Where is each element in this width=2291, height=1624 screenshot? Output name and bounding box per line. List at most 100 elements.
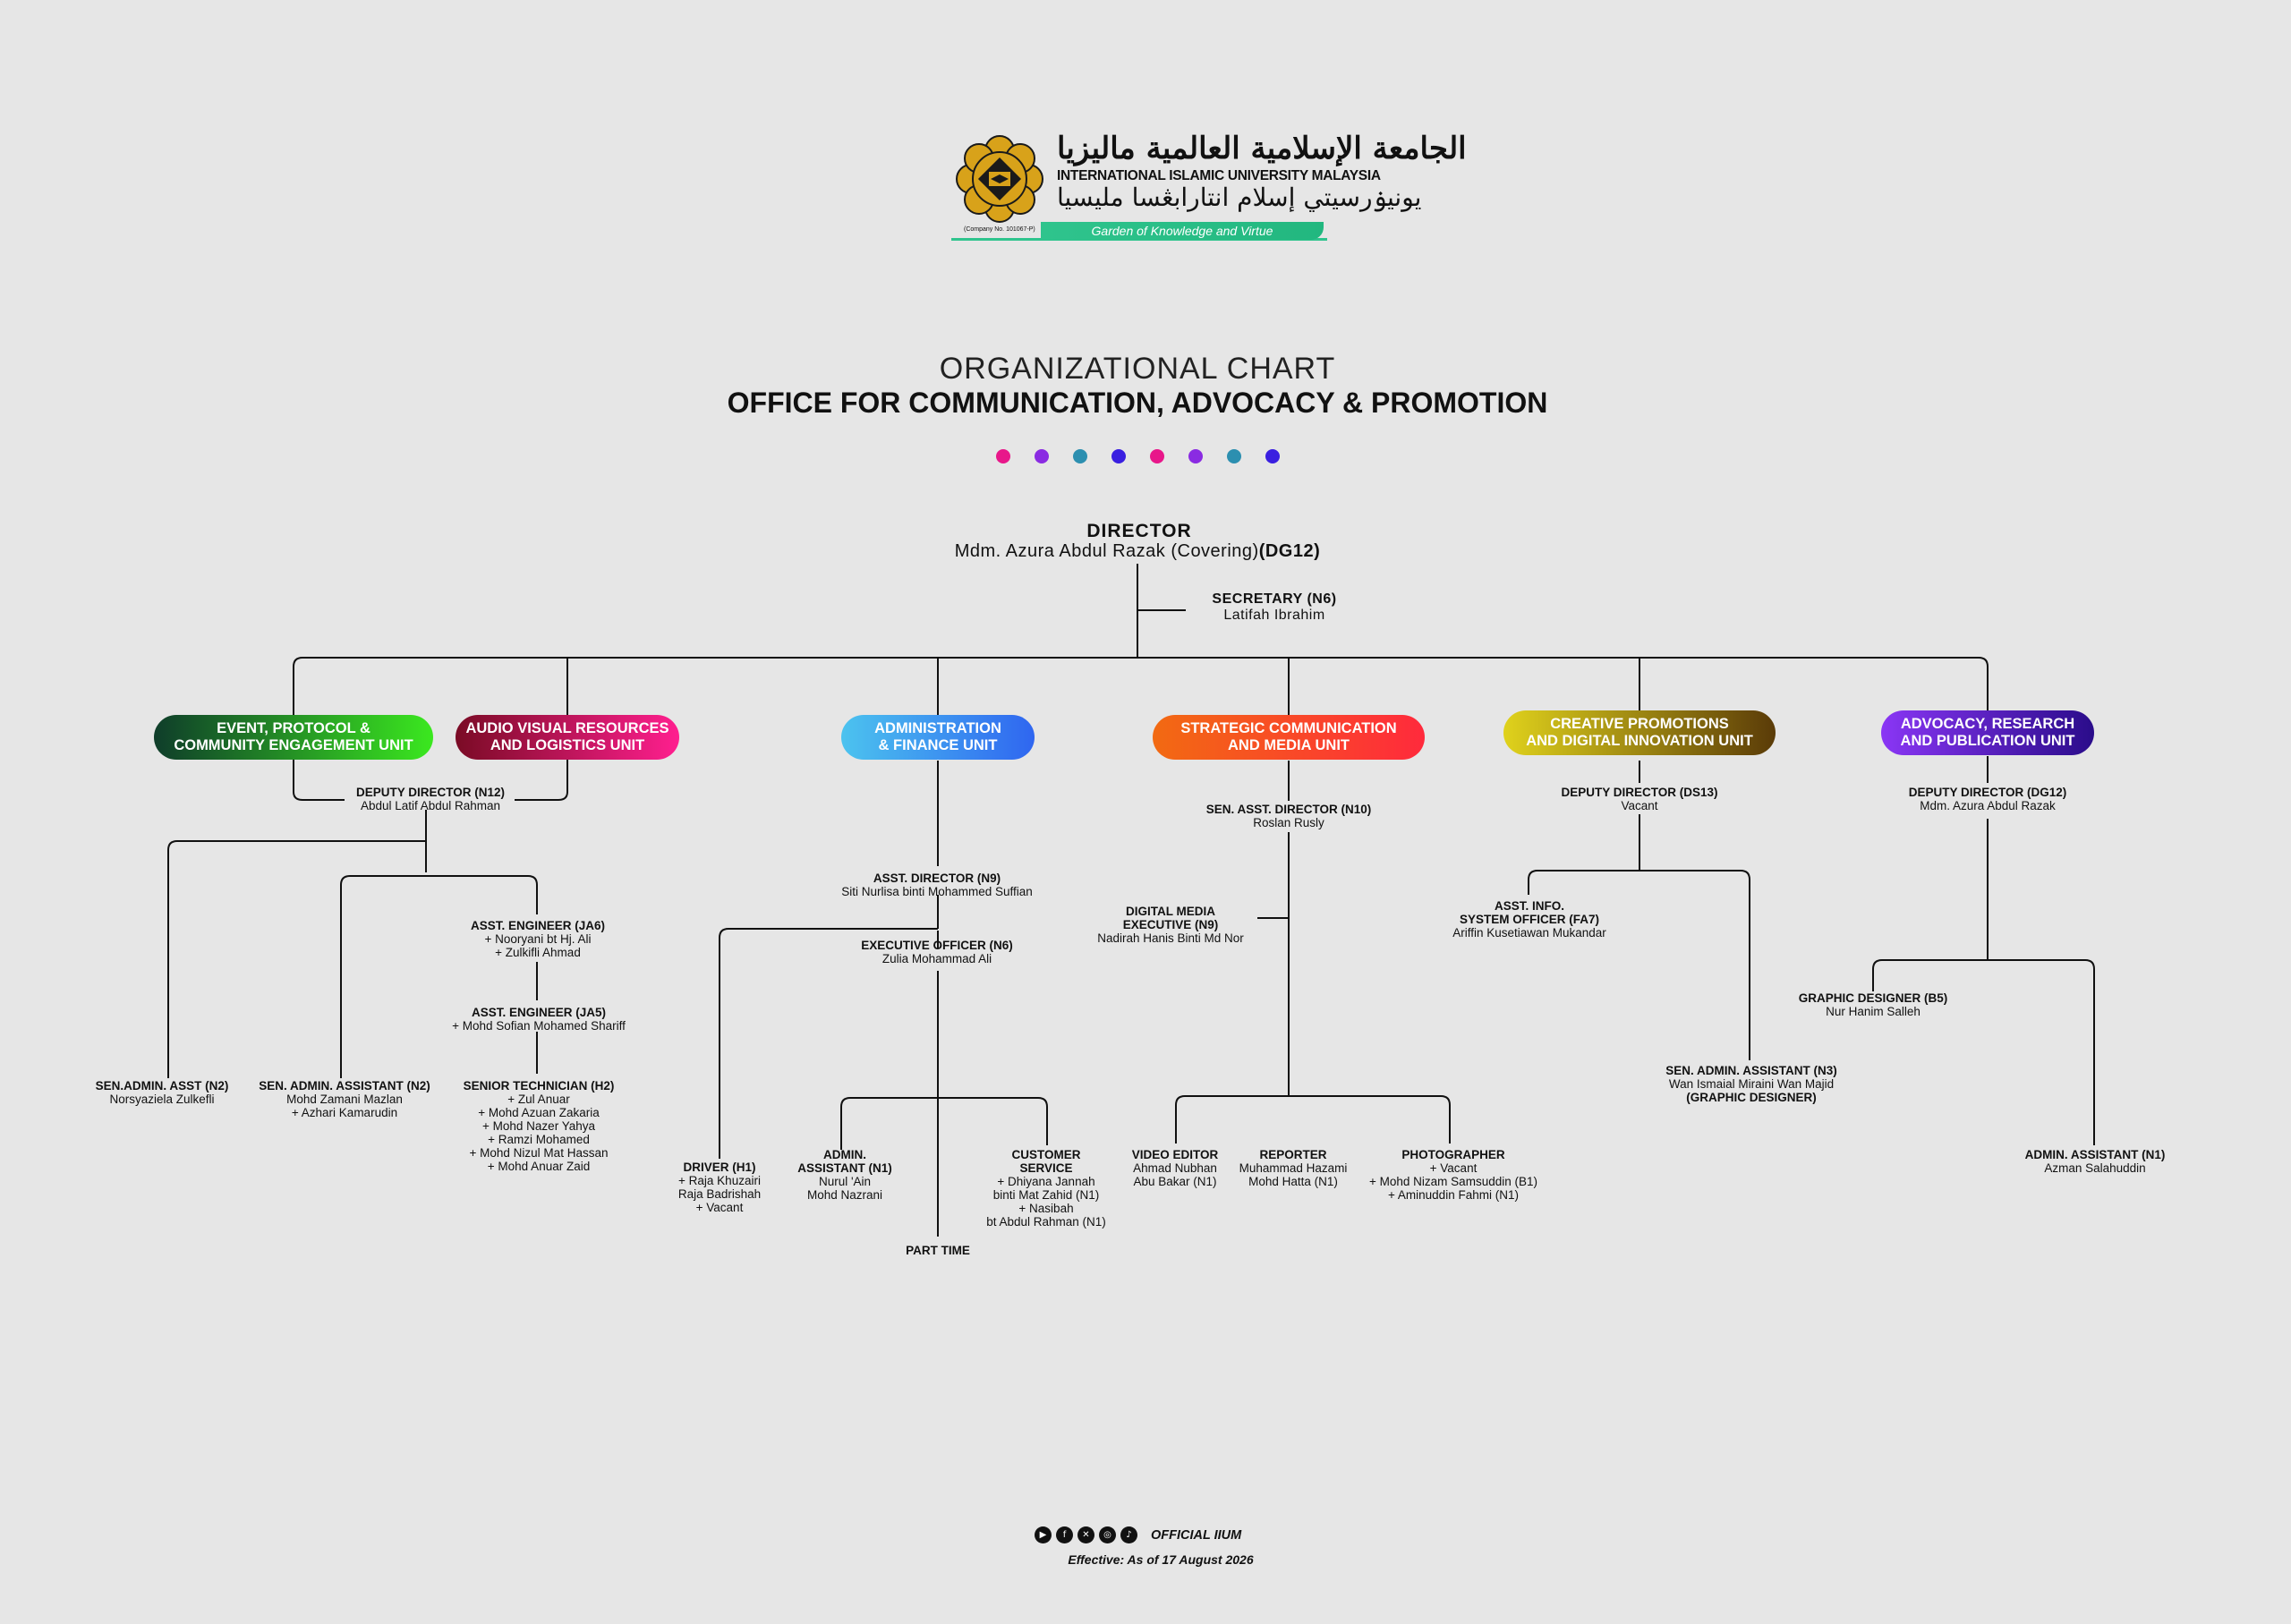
- person-name: binti Mat Zahid (N1): [992, 1188, 1100, 1202]
- creative-asst-info-officer: ASST. INFO. SYSTEM OFFICER (FA7) Ariffin…: [1452, 899, 1606, 940]
- person-name: Nadirah Hanis Binti Md Nor: [1097, 931, 1244, 945]
- director-role: DIRECTOR: [1086, 521, 1192, 541]
- person-name: + Zul Anuar: [507, 1093, 570, 1106]
- role-label: PHOTOGRAPHER: [1401, 1148, 1505, 1161]
- person-name: Nur Hanim Salleh: [1826, 1005, 1921, 1018]
- unit-advocacy-line1: ADVOCACY, RESEARCH: [1900, 716, 2075, 732]
- decorative-dot: [1073, 449, 1087, 463]
- role-label: CUSTOMER: [1011, 1148, 1081, 1161]
- role-label: ASST. ENGINEER (JA5): [471, 1006, 607, 1019]
- decorative-dot: [1111, 449, 1126, 463]
- person-name: Mohd Nazrani: [806, 1188, 883, 1202]
- unit-event-line2: COMMUNITY ENGAGEMENT UNIT: [174, 737, 413, 753]
- role-label: ADMIN.: [822, 1148, 866, 1161]
- x-icon[interactable]: ✕: [1077, 1526, 1094, 1543]
- decorative-dot: [1227, 449, 1241, 463]
- role-label: DIGITAL MEDIA: [1126, 905, 1215, 918]
- unit-strategic-line1: STRATEGIC COMMUNICATION: [1180, 720, 1397, 736]
- role-label: EXECUTIVE OFFICER (N6): [861, 939, 1013, 952]
- role-label: SENIOR TECHNICIAN (H2): [463, 1079, 615, 1093]
- event-sen-admin-assistant: SEN. ADMIN. ASSISTANT (N2) Mohd Zamani M…: [259, 1079, 430, 1119]
- unit-creative-line1: CREATIVE PROMOTIONS: [1550, 716, 1729, 732]
- unit-admin-line1: ADMINISTRATION: [874, 720, 1001, 736]
- strategic-sen-asst-director: SEN. ASST. DIRECTOR (N10) Roslan Rusly: [1206, 803, 1372, 829]
- creative-sen-admin-assistant: SEN. ADMIN. ASSISTANT (N3) Wan Ismaial M…: [1665, 1064, 1837, 1104]
- person-name: + Raja Khuzairi: [678, 1174, 761, 1187]
- tiktok-icon[interactable]: ♪: [1120, 1526, 1137, 1543]
- university-jawi-name: يونيۏرسيتي إسلام انتارابڠسا مليسيا: [1057, 183, 1422, 212]
- person-name: + Nooryani bt Hj. Ali: [484, 932, 592, 946]
- decorative-dot: [1150, 449, 1164, 463]
- unit-admin-finance[interactable]: ADMINISTRATION& FINANCE UNIT: [841, 715, 1035, 760]
- role-label: SEN.ADMIN. ASST (N2): [95, 1079, 229, 1093]
- decorative-dot: [1265, 449, 1280, 463]
- person-name: Norsyaziela Zulkefli: [109, 1093, 215, 1106]
- role-label: DRIVER (H1): [683, 1161, 756, 1174]
- role-label: EXECUTIVE (N9): [1122, 918, 1219, 931]
- person-name: Azman Salahuddin: [2044, 1161, 2146, 1175]
- iium-emblem-icon: [956, 135, 1043, 223]
- unit-admin-line2: & FINANCE UNIT: [878, 737, 998, 753]
- instagram-icon[interactable]: ◎: [1099, 1526, 1116, 1543]
- person-name: + Azhari Kamarudin: [291, 1106, 398, 1119]
- role-label: SYSTEM OFFICER (FA7): [1459, 913, 1599, 926]
- person-name: + Mohd Anuar Zaid: [487, 1160, 591, 1173]
- role-label: ASST. INFO.: [1494, 899, 1564, 913]
- admin-executive-officer: EXECUTIVE OFFICER (N6) Zulia Mohammad Al…: [861, 939, 1013, 965]
- advocacy-graphic-designer: GRAPHIC DESIGNER (B5) Nur Hanim Salleh: [1799, 991, 1948, 1018]
- university-english-name: INTERNATIONAL ISLAMIC UNIVERSITY MALAYSI…: [1057, 168, 1381, 183]
- director-name-line: Mdm. Azura Abdul Razak (Covering)(DG12): [955, 541, 1321, 562]
- admin-driver: DRIVER (H1) + Raja Khuzairi Raja Badrish…: [678, 1161, 761, 1214]
- event-asst-engineer-ja6: ASST. ENGINEER (JA6) + Nooryani bt Hj. A…: [471, 919, 605, 959]
- unit-event-protocol[interactable]: EVENT, PROTOCOL &COMMUNITY ENGAGEMENT UN…: [154, 715, 433, 760]
- chart-title: OFFICE FOR COMMUNICATION, ADVOCACY & PRO…: [727, 387, 1548, 419]
- person-name: + Ramzi Mohamed: [488, 1133, 590, 1146]
- decorative-dot: [996, 449, 1010, 463]
- university-arabic-name: الجامعة الإسلامية العالمية ماليزيا: [1057, 131, 1467, 166]
- decorative-dot: [1188, 449, 1203, 463]
- person-name: Raja Badrishah: [677, 1187, 762, 1201]
- person-name: Muhammad Hazami: [1239, 1161, 1348, 1175]
- event-deputy-director: DEPUTY DIRECTOR (N12) Abdul Latif Abdul …: [356, 786, 505, 812]
- director-name: Mdm. Azura Abdul Razak (Covering): [954, 541, 1259, 561]
- person-name: + Zulkifli Ahmad: [495, 946, 581, 959]
- event-sen-admin-asst: SEN.ADMIN. ASST (N2) Norsyaziela Zulkefl…: [96, 1079, 229, 1106]
- person-name: Ariffin Kusetiawan Mukandar: [1452, 926, 1606, 940]
- company-number: (Company No. 101067-P): [964, 226, 1035, 233]
- person-name: Abdul Latif Abdul Rahman: [360, 799, 501, 812]
- person-name: Roslan Rusly: [1253, 816, 1324, 829]
- person-name: Mohd Hatta (N1): [1248, 1175, 1338, 1188]
- role-label: ADMIN. ASSISTANT (N1): [2024, 1148, 2166, 1161]
- strategic-digital-media-executive: DIGITAL MEDIA EXECUTIVE (N9) Nadirah Han…: [1097, 905, 1244, 945]
- person-name: Nurul 'Ain: [818, 1175, 872, 1188]
- secretary-name: Latifah Ibrahim: [1223, 608, 1325, 623]
- unit-strategic-line2: AND MEDIA UNIT: [1228, 737, 1350, 753]
- role-label: DEPUTY DIRECTOR (DS13): [1561, 786, 1718, 799]
- person-name: + Mohd Sofian Mohamed Shariff: [452, 1019, 626, 1033]
- event-senior-technician: SENIOR TECHNICIAN (H2) + Zul Anuar + Moh…: [464, 1079, 615, 1173]
- role-label: SEN. ASST. DIRECTOR (N10): [1205, 803, 1372, 816]
- person-name: + Aminuddin Fahmi (N1): [1388, 1188, 1519, 1202]
- youtube-icon[interactable]: ▶: [1035, 1526, 1052, 1543]
- chart-subtitle: ORGANIZATIONAL CHART: [939, 352, 1336, 386]
- strategic-photographer: PHOTOGRAPHER + Vacant + Mohd Nizam Samsu…: [1369, 1148, 1537, 1202]
- director-grade: (DG12): [1258, 541, 1321, 561]
- event-asst-engineer-ja5: ASST. ENGINEER (JA5) + Mohd Sofian Moham…: [452, 1006, 626, 1033]
- role-note: (GRAPHIC DESIGNER): [1686, 1091, 1817, 1104]
- role-label: DEPUTY DIRECTOR (DG12): [1908, 786, 2067, 799]
- strategic-reporter: REPORTER Muhammad Hazami Mohd Hatta (N1): [1239, 1148, 1348, 1188]
- role-label: VIDEO EDITOR: [1131, 1148, 1219, 1161]
- person-name: Siti Nurlisa binti Mohammed Suffian: [841, 885, 1033, 898]
- unit-event-line1: EVENT, PROTOCOL &: [217, 720, 370, 736]
- secretary-role: SECRETARY (N6): [1212, 591, 1337, 607]
- person-name: Mohd Zamani Mazlan: [286, 1093, 403, 1106]
- role-label: SEN. ADMIN. ASSISTANT (N2): [259, 1079, 430, 1093]
- effective-date: Effective: As of 17 August 2026: [1068, 1552, 1254, 1567]
- social-handle: OFFICIAL IIUM: [1151, 1527, 1242, 1543]
- facebook-icon[interactable]: f: [1056, 1526, 1073, 1543]
